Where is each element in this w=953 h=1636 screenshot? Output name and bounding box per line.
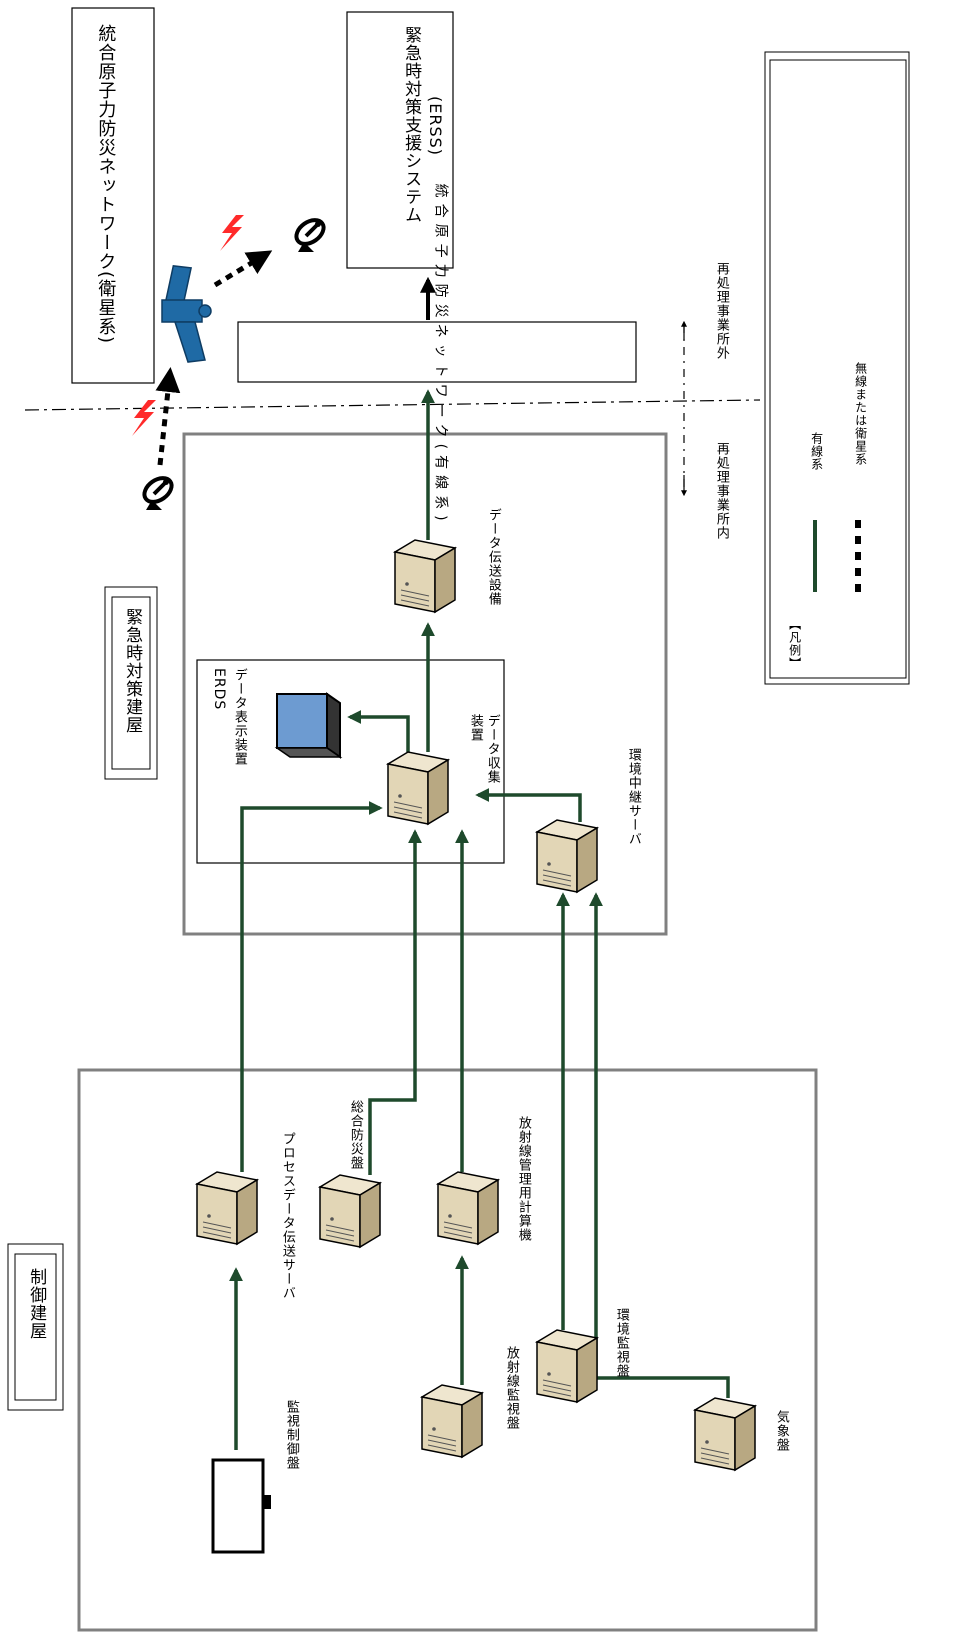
rad-calc-server-icon [437,1171,499,1245]
erds-box [196,659,505,864]
laptop-icon [274,692,343,759]
process-server-label: プロセスデータ伝送サーバ [279,1132,295,1300]
env-monitor-server-icon [536,1329,598,1403]
wire-disaster-to-collection [368,829,422,1175]
process-server-icon [196,1171,258,1245]
data-display-label: データ表示装置 [231,668,247,766]
rad-calc-label: 放射線管理用計算機 [515,1116,531,1242]
disaster-panel-label: 総合防災盤 [347,1100,363,1170]
wireless-site-to-satellite [155,367,181,466]
outside-boundary-label: 再処理事業所外 [713,262,729,360]
data-collection-server-icon [387,751,449,825]
rad-monitor-label: 放射線監視盤 [503,1346,519,1430]
disaster-panel-server-icon [319,1174,381,1248]
wire-collection-to-display [347,710,410,752]
legend-wired-label: 有線系 [809,432,824,471]
wireless-satellite-to-erss [213,250,273,288]
env-relay-server-icon [536,819,598,893]
env-monitor-label: 環境監視盤 [613,1308,629,1378]
erss-title: 緊急時対策支援システム [401,26,422,224]
satellite-network-box [71,7,155,384]
control-building-box [77,1068,818,1632]
erss-dish-icon [289,213,331,254]
legend-title: 【凡例】 [787,618,802,670]
erss-subtitle: (ERSS) [425,96,445,157]
satellite-icon [161,265,212,363]
control-building-label: 制御建屋 [26,1268,47,1340]
data-transmission-server-icon [394,539,456,613]
lightning-icon-upper [220,215,244,251]
weather-panel-server-icon [694,1397,756,1471]
legend-wireless-label: 無線または衛星系 [853,362,868,466]
wired-network-box [237,321,637,383]
env-relay-server-label: 環境中継サーバ [625,748,641,846]
wire-process-to-collection [240,801,383,1172]
monitor-icon [211,1458,271,1554]
emergency-building-box [182,432,668,936]
site-boundary-line [24,399,761,411]
weather-panel-label: 気象盤 [773,1410,789,1452]
site-dish-icon [137,471,179,512]
wire-relay-to-collection [475,788,582,822]
erss-box [346,11,454,269]
control-building-label-box [14,1253,57,1401]
data-collection-label: データ収集 装置 [467,714,500,784]
wire-weather-to-relay [589,892,730,1398]
monitor-control-label: 監視制御盤 [283,1400,299,1470]
satellite-network-title: 統合原子力防災ネットワーク(衛星系) [95,24,117,345]
emergency-building-label-box [111,596,151,770]
erds-label: ERDS [211,668,228,711]
inside-boundary-label: 再処理事業所内 [713,442,729,540]
rad-monitor-server-icon [421,1384,483,1458]
wired-network-label: 統合原子力防災ネットワーク(有線系) [432,183,449,527]
data-transmission-label: データ伝送設備 [485,508,501,606]
legend-box [769,59,907,679]
wired-network-label-wrap: 統合原子力防災ネットワーク(有線系) [250,184,630,527]
lightning-icon-lower [132,400,156,436]
emergency-building-label: 緊急時対策建屋 [122,608,143,734]
